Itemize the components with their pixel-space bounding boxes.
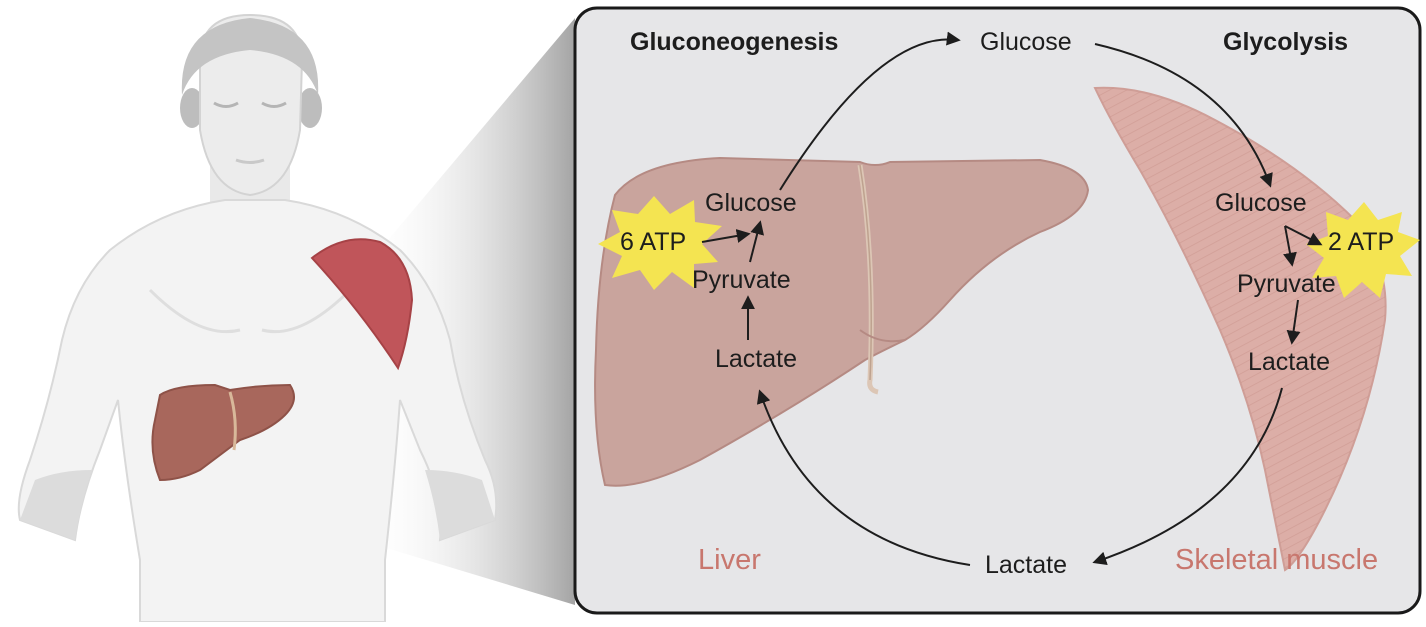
cycle-lactate-label: Lactate: [985, 551, 1068, 579]
zoom-beam: [360, 18, 575, 605]
arrow-glucose-to-2atp: [1284, 225, 1323, 246]
skeletal-muscle-icon: [1093, 86, 1387, 572]
liver-pyruvate-label: Pyruvate: [692, 266, 791, 294]
human-torso-icon: [17, 13, 498, 623]
atp-burst-icon: [1306, 202, 1420, 298]
cycle-arrow-muscle-to-lactate: [1092, 387, 1283, 566]
small-liver-icon: [151, 383, 295, 482]
muscle-glucose-label: Glucose: [1215, 189, 1307, 217]
arrow-6atp-to-glucose: [701, 229, 751, 243]
cycle-arrow-liver-to-muscle: [779, 31, 961, 191]
glycolysis-header: Glycolysis: [1223, 28, 1349, 56]
arrow-pyruvate-to-lactate: [1286, 299, 1301, 345]
arrow-glucose-to-pyruvate: [1283, 225, 1297, 267]
small-skeletal-muscle-icon: [310, 238, 414, 371]
liver-glucose-label: Glucose: [705, 189, 797, 217]
arrow-pyruvate-to-glucose: [749, 220, 764, 263]
cycle-arrow-lactate-to-liver: [756, 389, 971, 566]
muscle-name-label: Skeletal muscle: [1175, 544, 1379, 576]
muscle-atp-label: 2 ATP: [1328, 228, 1395, 256]
cycle-arrow-glucose-to-muscle: [1094, 43, 1273, 188]
liver-name-label: Liver: [698, 544, 761, 576]
muscle-pyruvate-label: Pyruvate: [1237, 270, 1336, 298]
liver-atp-label: 6 ATP: [620, 228, 687, 256]
gluconeogenesis-header: Gluconeogenesis: [630, 28, 839, 56]
muscle-lactate-label: Lactate: [1248, 348, 1331, 376]
cycle-glucose-label: Glucose: [980, 28, 1072, 56]
atp-burst-icon: [598, 196, 722, 290]
liver-lactate-label: Lactate: [715, 345, 798, 373]
